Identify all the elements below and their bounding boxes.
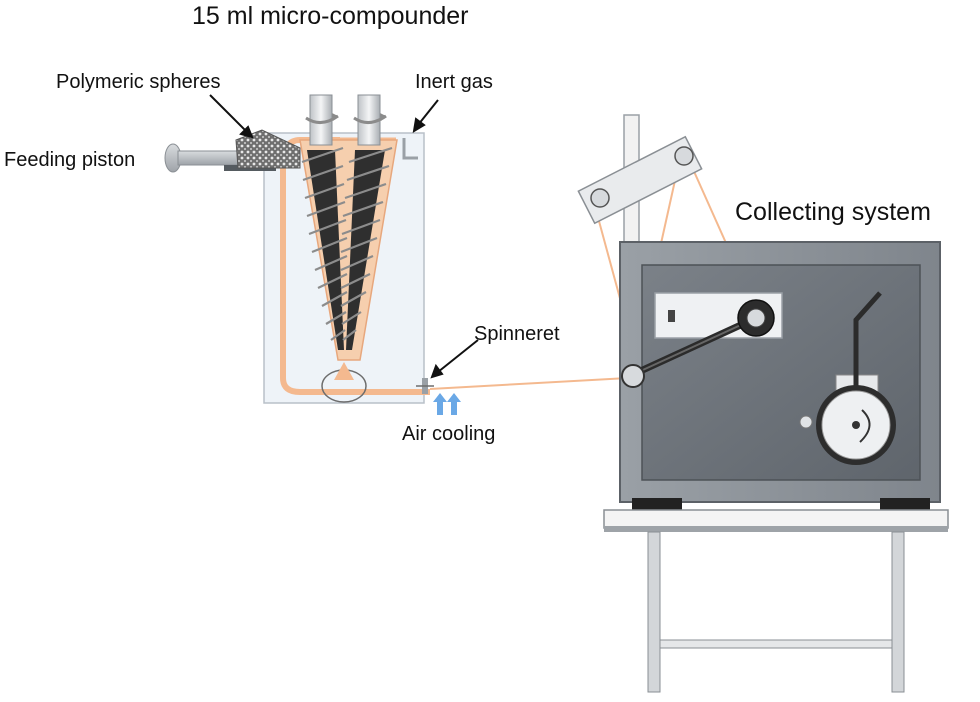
traverse-guide bbox=[853, 291, 882, 405]
air-cooling-arrows-icon bbox=[433, 393, 461, 415]
guide-roller-upper bbox=[674, 146, 694, 166]
label-collecting-system: Collecting system bbox=[735, 198, 931, 226]
guide-roller-lower bbox=[590, 188, 610, 208]
table bbox=[603, 509, 949, 693]
pointer-arrows bbox=[209, 94, 479, 379]
collecting-system bbox=[577, 114, 949, 693]
label-feeding-piston: Feeding piston bbox=[4, 149, 135, 171]
label-polymeric-spheres: Polymeric spheres bbox=[56, 71, 221, 93]
polymer-spheres-hopper bbox=[235, 129, 301, 169]
label-air-cooling: Air cooling bbox=[402, 423, 495, 445]
arrow-spinneret-icon bbox=[437, 339, 479, 373]
reel-guide-pin bbox=[799, 415, 813, 429]
label-inert-gas: Inert gas bbox=[415, 71, 493, 93]
inert-gas-pipe bbox=[402, 138, 418, 160]
guide-arm bbox=[577, 135, 703, 225]
arrow-inert-gas-icon bbox=[417, 99, 439, 126]
feeding-piston bbox=[164, 129, 301, 173]
label-spinneret: Spinneret bbox=[474, 323, 560, 345]
diagram-title: 15 ml micro-compounder bbox=[192, 2, 469, 30]
arrow-polymeric-spheres-icon bbox=[209, 94, 249, 134]
micro-compounder bbox=[164, 94, 461, 415]
recirculation-channel bbox=[280, 137, 430, 395]
screw-right bbox=[340, 94, 393, 350]
dancer-roller bbox=[621, 364, 645, 388]
valve-cone bbox=[334, 362, 354, 380]
